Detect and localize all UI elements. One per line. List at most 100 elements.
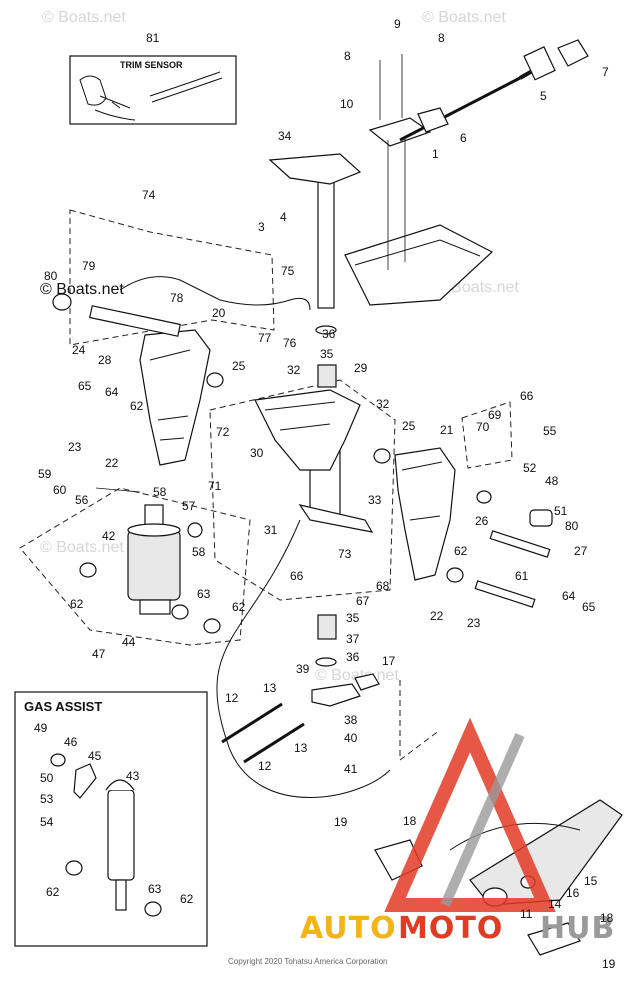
callout-59: 59 [38, 467, 52, 481]
callout-35: 35 [346, 611, 360, 625]
callout-18: 18 [600, 911, 614, 925]
callout-14: 14 [548, 897, 562, 911]
callout-63: 63 [148, 882, 162, 896]
callout-28: 28 [98, 353, 112, 367]
callout-56: 56 [75, 493, 89, 507]
callout-36: 36 [346, 650, 360, 664]
callout-8: 8 [344, 49, 351, 63]
callout-65: 65 [582, 600, 596, 614]
callout-62: 62 [180, 892, 194, 906]
callout-30: 30 [250, 446, 264, 460]
lower-swivel [221, 673, 380, 764]
callout-43: 43 [126, 769, 140, 783]
callout-57: 57 [182, 499, 196, 513]
callout-16: 16 [566, 886, 580, 900]
callout-75: 75 [281, 264, 295, 278]
callout-25: 25 [402, 419, 416, 433]
watermark-mid-left: © Boats.net [40, 539, 124, 556]
callout-20: 20 [212, 306, 226, 320]
swivel-bracket [254, 389, 374, 533]
callout-27: 27 [574, 544, 588, 558]
callout-40: 40 [344, 731, 358, 745]
callout-32: 32 [287, 363, 301, 377]
callout-9: 9 [394, 17, 401, 31]
group-69-outline [461, 401, 513, 469]
group-74-outline [69, 209, 275, 346]
callout-23: 23 [467, 616, 481, 630]
callout-70: 70 [476, 420, 490, 434]
callout-22: 22 [105, 456, 119, 470]
callout-31: 31 [264, 523, 278, 537]
callout-10: 10 [340, 97, 354, 111]
callout-23: 23 [68, 440, 82, 454]
callout-15: 15 [584, 874, 598, 888]
callout-47: 47 [92, 647, 106, 661]
callout-72: 72 [216, 425, 230, 439]
callout-19: 19 [334, 815, 348, 829]
callout-69: 69 [488, 408, 502, 422]
callout-4: 4 [280, 210, 287, 224]
callout-62: 62 [454, 544, 468, 558]
callout-76: 76 [283, 336, 297, 350]
callout-50: 50 [40, 771, 54, 785]
brand-part-auto: AUTO [300, 911, 397, 946]
callout-67: 67 [356, 594, 370, 608]
callout-37: 37 [346, 632, 360, 646]
callout-60: 60 [53, 483, 67, 497]
group-66-outline [209, 379, 396, 601]
brand-logo: AUTO MOTO HUB [300, 717, 615, 946]
callout-80: 80 [565, 519, 579, 533]
watermark-top-left: © Boats.net [42, 9, 126, 26]
callout-63: 63 [197, 587, 211, 601]
callout-33: 33 [368, 493, 382, 507]
callout-58: 58 [192, 545, 206, 559]
callout-34: 34 [278, 129, 292, 143]
brand-part-hub: HUB [540, 911, 615, 946]
callout-21: 21 [440, 423, 454, 437]
watermark-strong: © Boats.net [40, 281, 124, 298]
callout-78: 78 [170, 291, 184, 305]
callout-51: 51 [554, 504, 568, 518]
callout-74: 74 [142, 188, 156, 202]
callout-45: 45 [88, 749, 102, 763]
callout-17: 17 [382, 654, 396, 668]
callout-26: 26 [475, 514, 489, 528]
callout-66: 66 [520, 389, 534, 403]
callout-24: 24 [72, 343, 86, 357]
callout-49: 49 [34, 721, 48, 735]
callout-73: 73 [338, 547, 352, 561]
callout-58: 58 [153, 485, 167, 499]
callout-18: 18 [403, 814, 417, 828]
callout-41: 41 [344, 762, 358, 776]
watermark-top-right: © Boats.net [422, 9, 506, 26]
callout-29: 29 [354, 361, 368, 375]
left-clamp-bracket [52, 276, 311, 466]
callout-6: 6 [460, 131, 467, 145]
callout-62: 62 [130, 399, 144, 413]
gas-assist-box: GAS ASSIST [14, 691, 208, 947]
watermark-lower-center: © Boats.net [315, 667, 399, 684]
callout-1: 1 [432, 147, 439, 161]
brand-part-moto: MOTO [398, 911, 503, 946]
callout-25: 25 [232, 359, 246, 373]
callout-5: 5 [540, 89, 547, 103]
callout-62: 62 [46, 885, 60, 899]
callout-81: 81 [146, 31, 160, 45]
callout-80: 80 [44, 269, 58, 283]
mounting-plate [344, 54, 494, 306]
gas-assist-title: GAS ASSIST [24, 699, 102, 714]
group-71-outline [19, 487, 251, 646]
callout-55: 55 [543, 424, 557, 438]
callout-68: 68 [376, 579, 390, 593]
copyright-text: Copyright 2020 Tohatsu America Corporati… [228, 957, 388, 966]
callout-12: 12 [258, 759, 272, 773]
callout-11: 11 [520, 907, 533, 921]
callout-38: 38 [344, 713, 358, 727]
callout-8: 8 [438, 31, 445, 45]
callout-48: 48 [545, 474, 559, 488]
callout-53: 53 [40, 792, 54, 806]
callout-35: 35 [320, 347, 334, 361]
hose-line [216, 519, 391, 798]
callout-64: 64 [562, 589, 576, 603]
